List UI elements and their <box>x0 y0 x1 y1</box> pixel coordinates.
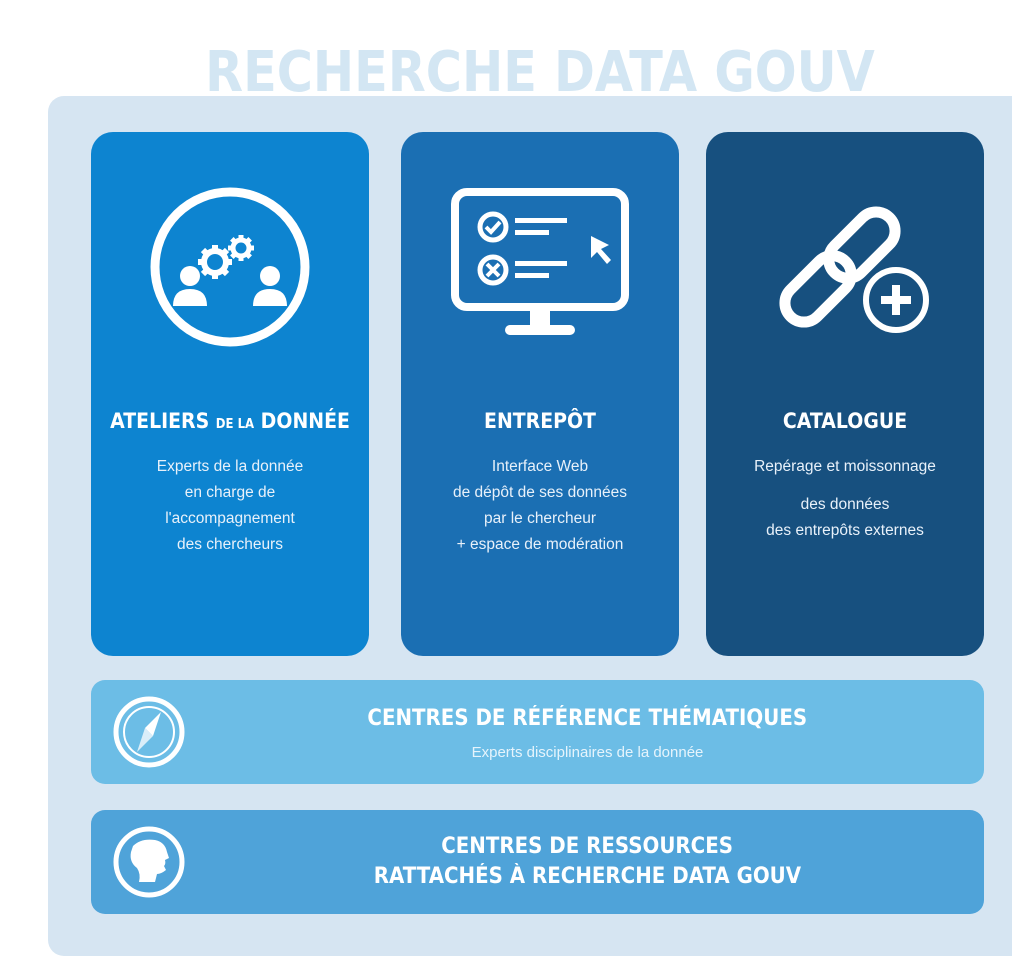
link-plus-icon <box>706 172 984 362</box>
card-description: Interface Web de dépôt de ses données pa… <box>452 458 628 553</box>
compass-icon <box>111 694 187 770</box>
card-entrepot: ENTREPÔT Interface Web de dépôt de ses d… <box>401 132 679 656</box>
card-description: Experts de la donnée en charge de l'acco… <box>156 458 304 553</box>
card-title: ATELIERS DE LA DONNÉE <box>110 409 350 433</box>
band-subtitle: Experts disciplinaires de la donnée <box>471 743 704 761</box>
card-title: ENTREPÔT <box>484 409 596 433</box>
band-title: CENTRES DE RÉFÉRENCE THÉMATIQUES <box>367 705 808 731</box>
card-ateliers: ATELIERS DE LA DONNÉE Experts de la donn… <box>91 132 369 656</box>
band-centres-ressources: CENTRES DE RESSOURCES RATTACHÉS À RECHER… <box>91 810 984 914</box>
band-title-line1: CENTRES DE RESSOURCES <box>441 834 734 859</box>
band-title-line2: RATTACHÉS À RECHERCHE DATA GOUV <box>373 864 802 889</box>
band-text: CENTRES DE RESSOURCES RATTACHÉS À RECHER… <box>191 810 984 914</box>
card-title: CATALOGUE <box>782 409 908 433</box>
band-centres-reference: CENTRES DE RÉFÉRENCE THÉMATIQUES Experts… <box>91 680 984 784</box>
people-gears-icon <box>91 172 369 362</box>
band-text: CENTRES DE RÉFÉRENCE THÉMATIQUES Experts… <box>191 680 984 784</box>
page-title: RECHERCHE DATA GOUV <box>205 40 875 105</box>
card-description: Repérage et moissonnage des données des … <box>754 458 936 539</box>
marianne-profile-icon <box>111 824 187 900</box>
card-catalogue: CATALOGUE Repérage et moissonnage des do… <box>706 132 984 656</box>
monitor-checklist-icon <box>401 172 679 362</box>
